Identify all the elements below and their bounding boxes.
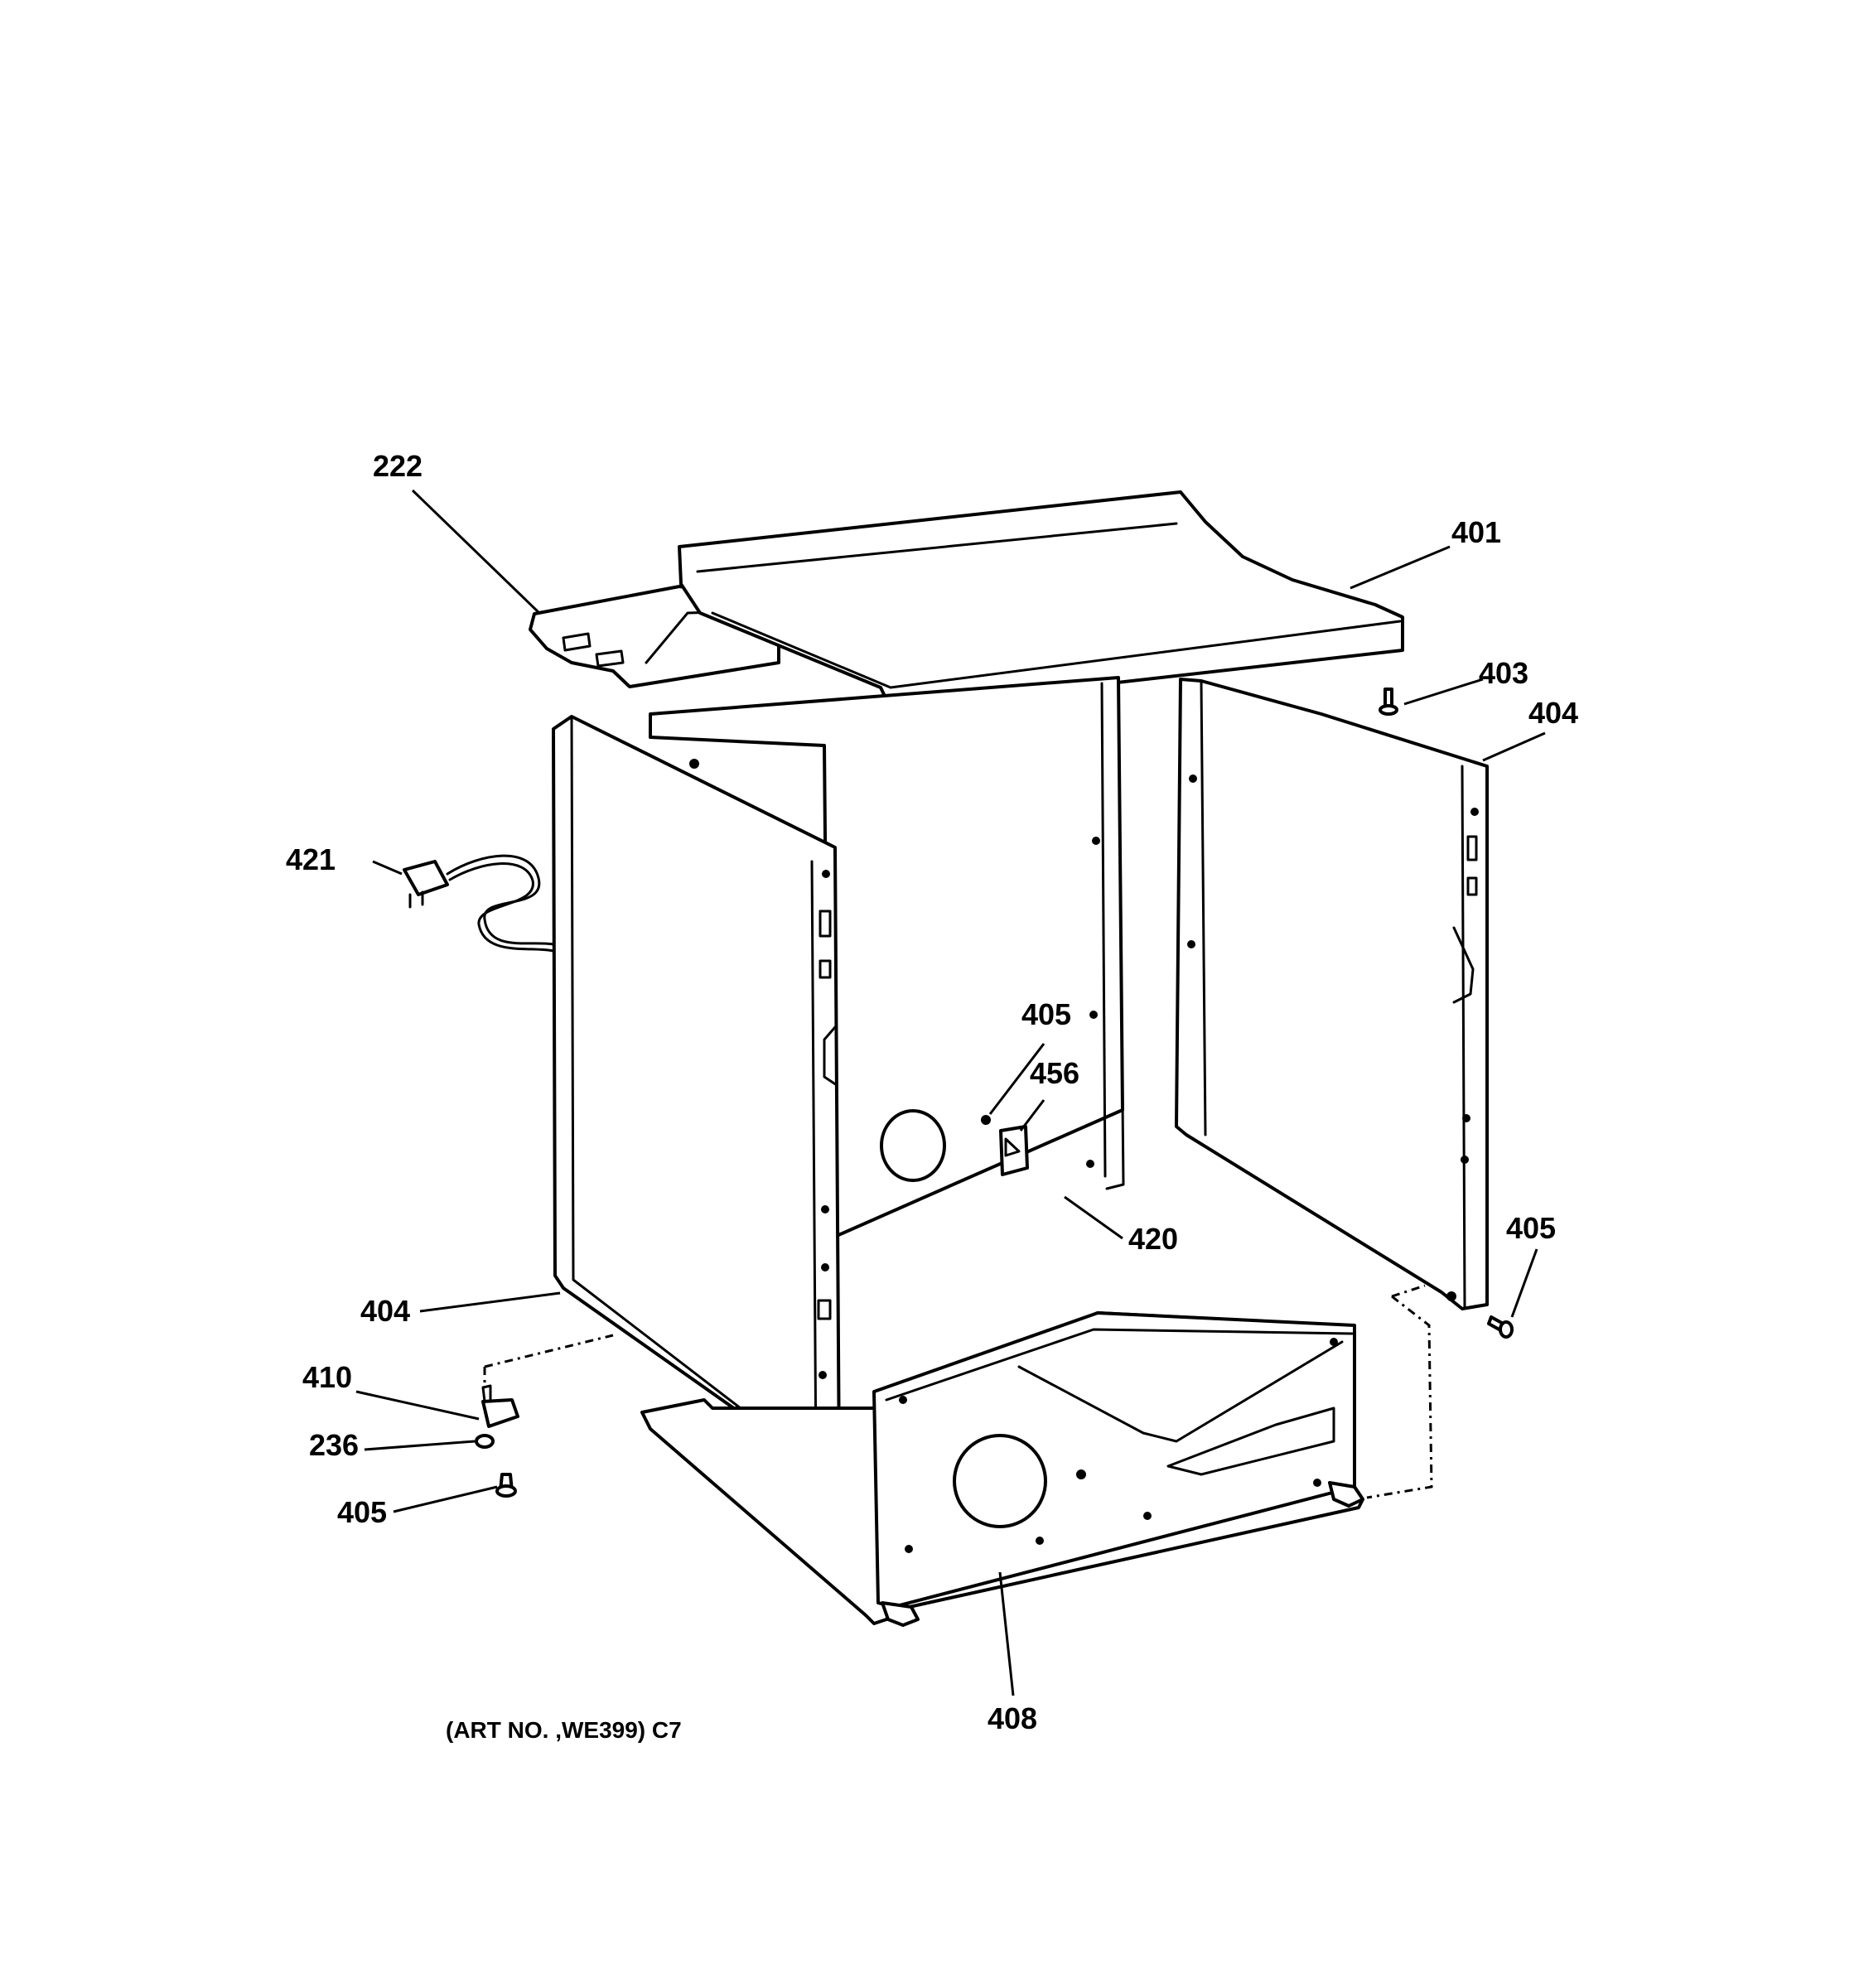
part-404-left-side-panel [552, 715, 841, 1476]
label-405-rear: 405 [1021, 997, 1071, 1031]
leader-lines [355, 489, 1546, 1696]
exhaust-hole [953, 1434, 1047, 1528]
label-405-right: 405 [1506, 1211, 1556, 1245]
label-236: 236 [309, 1428, 359, 1462]
part-405-screw-leg [495, 1473, 517, 1498]
part-456-bracket [999, 1125, 1029, 1176]
label-401: 401 [1451, 515, 1501, 549]
part-420-rear-panel [649, 676, 1125, 1240]
part-421-power-cord [403, 854, 555, 953]
label-404-right: 404 [1528, 696, 1578, 730]
label-410: 410 [302, 1360, 352, 1394]
part-410-leveling-leg [481, 1384, 519, 1428]
part-403-screw [1379, 688, 1398, 716]
label-421: 421 [286, 842, 336, 876]
part-404-right-side-panel [1175, 678, 1489, 1310]
label-405-leg: 405 [337, 1495, 387, 1529]
alignment-line-left [484, 1334, 614, 1368]
label-403: 403 [1479, 656, 1528, 690]
part-408-base [640, 1311, 1364, 1627]
label-420: 420 [1128, 1222, 1178, 1256]
art-number-caption: (ART NO. ,WE399) C7 [446, 1717, 682, 1743]
label-408: 408 [988, 1701, 1037, 1735]
label-222: 222 [373, 449, 423, 483]
alignment-line-right [1366, 1284, 1433, 1499]
label-404-left: 404 [360, 1294, 410, 1328]
part-401-top-panel [678, 490, 1404, 710]
part-236-washer [475, 1434, 495, 1449]
part-405-screw-rear [981, 1115, 991, 1125]
vent-hole [880, 1109, 946, 1182]
label-456: 456 [1030, 1056, 1079, 1090]
part-405-screw-right [1487, 1315, 1514, 1339]
